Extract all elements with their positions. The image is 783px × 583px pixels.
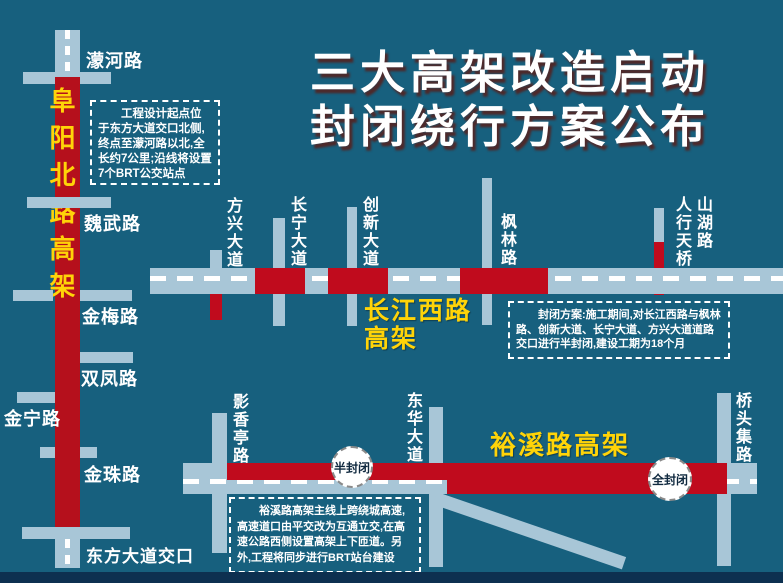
closure-plan-box: 封闭方案:施工期间,对长江西路与枫林路、创新大道、长宁大道、方兴大道道路交口进行… xyxy=(508,301,730,359)
footer-band xyxy=(0,572,783,583)
jinmei-road-bar-left xyxy=(13,290,53,301)
pedestrian-bridge-label: 人行天桥 xyxy=(673,196,690,268)
jinmei-road-label: 金梅路 xyxy=(82,307,139,327)
fuyang-road-stub-bottom xyxy=(55,539,80,568)
dongfang-avenue-bar xyxy=(22,527,130,539)
full-closed-badge: 全封闭 xyxy=(648,457,692,501)
shanhu-road-label: 山湖路 xyxy=(694,196,711,250)
closure-segment-changning xyxy=(255,268,305,294)
donghua-avenue-label: 东华大道 xyxy=(404,392,421,464)
changning-avenue-label: 长宁大道 xyxy=(288,196,305,268)
half-closed-badge: 半封闭 xyxy=(331,446,373,488)
shanhu-bridge-stub xyxy=(654,208,664,242)
lane-dashes xyxy=(65,539,70,568)
jinmei-road-bar-right xyxy=(80,290,132,301)
shuangfeng-road-label: 双凤路 xyxy=(81,369,138,389)
yuxi-info-box: 裕溪路高架主线上跨绕城高速,高速道口由平交改为互通立交,在高速公路西侧设置高架上… xyxy=(229,497,421,573)
fuyang-viaduct-bar: 阜阳北路高架 xyxy=(46,77,80,530)
weiwu-road-label: 魏武路 xyxy=(84,214,141,234)
fuyang-road-stub-top xyxy=(55,30,80,77)
dongfang-avenue-label: 东方大道交口 xyxy=(86,547,194,566)
yuxi-info-text: 裕溪路高架主线上跨绕城高速,高速道口由平交改为互通立交,在高速公路西侧设置高架上… xyxy=(237,505,406,564)
qiaotouji-road-label: 桥头集路 xyxy=(733,392,750,464)
ring-expressway-diagonal xyxy=(432,492,627,570)
main-title-line1: 三大高架改造启动 xyxy=(310,48,711,98)
lane-dashes xyxy=(65,30,70,77)
jinning-road-bar xyxy=(17,392,55,403)
menghe-road-label: 濛河路 xyxy=(86,51,143,71)
main-title-line2: 封闭绕行方案公布 xyxy=(310,102,711,152)
fangxing-avenue-stub xyxy=(210,250,222,268)
changjiang-viaduct-label-line1: 长江西路 xyxy=(364,297,473,325)
yingxiangting-road-label: 影香亭路 xyxy=(230,393,247,465)
chuangxin-avenue-road xyxy=(347,207,357,326)
yuxi-viaduct-label: 裕溪路高架 xyxy=(490,430,631,460)
fuyang-info-text: 工程设计起点位于东方大道交口北侧,终点至濛河路以北,全长约7公里;沿线将设置7个… xyxy=(98,108,212,180)
fangxing-avenue-label: 方兴大道 xyxy=(224,197,241,269)
chuangxin-avenue-label: 创新大道 xyxy=(360,196,377,268)
jinning-road-label: 金宁路 xyxy=(4,409,61,429)
closure-plan-text: 封闭方案:施工期间,对长江西路与枫林路、创新大道、长宁大道、方兴大道道路交口进行… xyxy=(516,309,721,350)
weiwu-road-bar xyxy=(27,197,111,208)
shuangfeng-road-bar xyxy=(80,352,133,363)
jinzhu-road-bar-left xyxy=(40,447,55,458)
changjiang-viaduct-label: 长江西路 高架 xyxy=(364,297,472,353)
jinzhu-road-label: 金珠路 xyxy=(84,465,141,485)
fuyang-info-box: 工程设计起点位于东方大道交口北侧,终点至濛河路以北,全长约7公里;沿线将设置7个… xyxy=(90,100,220,185)
closure-segment-fenglin xyxy=(460,268,548,294)
fenglin-road xyxy=(482,178,492,325)
closure-segment-chuangxin xyxy=(328,268,388,294)
changjiang-viaduct-label-line2: 高架 xyxy=(364,325,419,353)
jinzhu-road-bar-right xyxy=(80,447,97,458)
fenglin-road-label: 枫林路 xyxy=(498,213,515,267)
